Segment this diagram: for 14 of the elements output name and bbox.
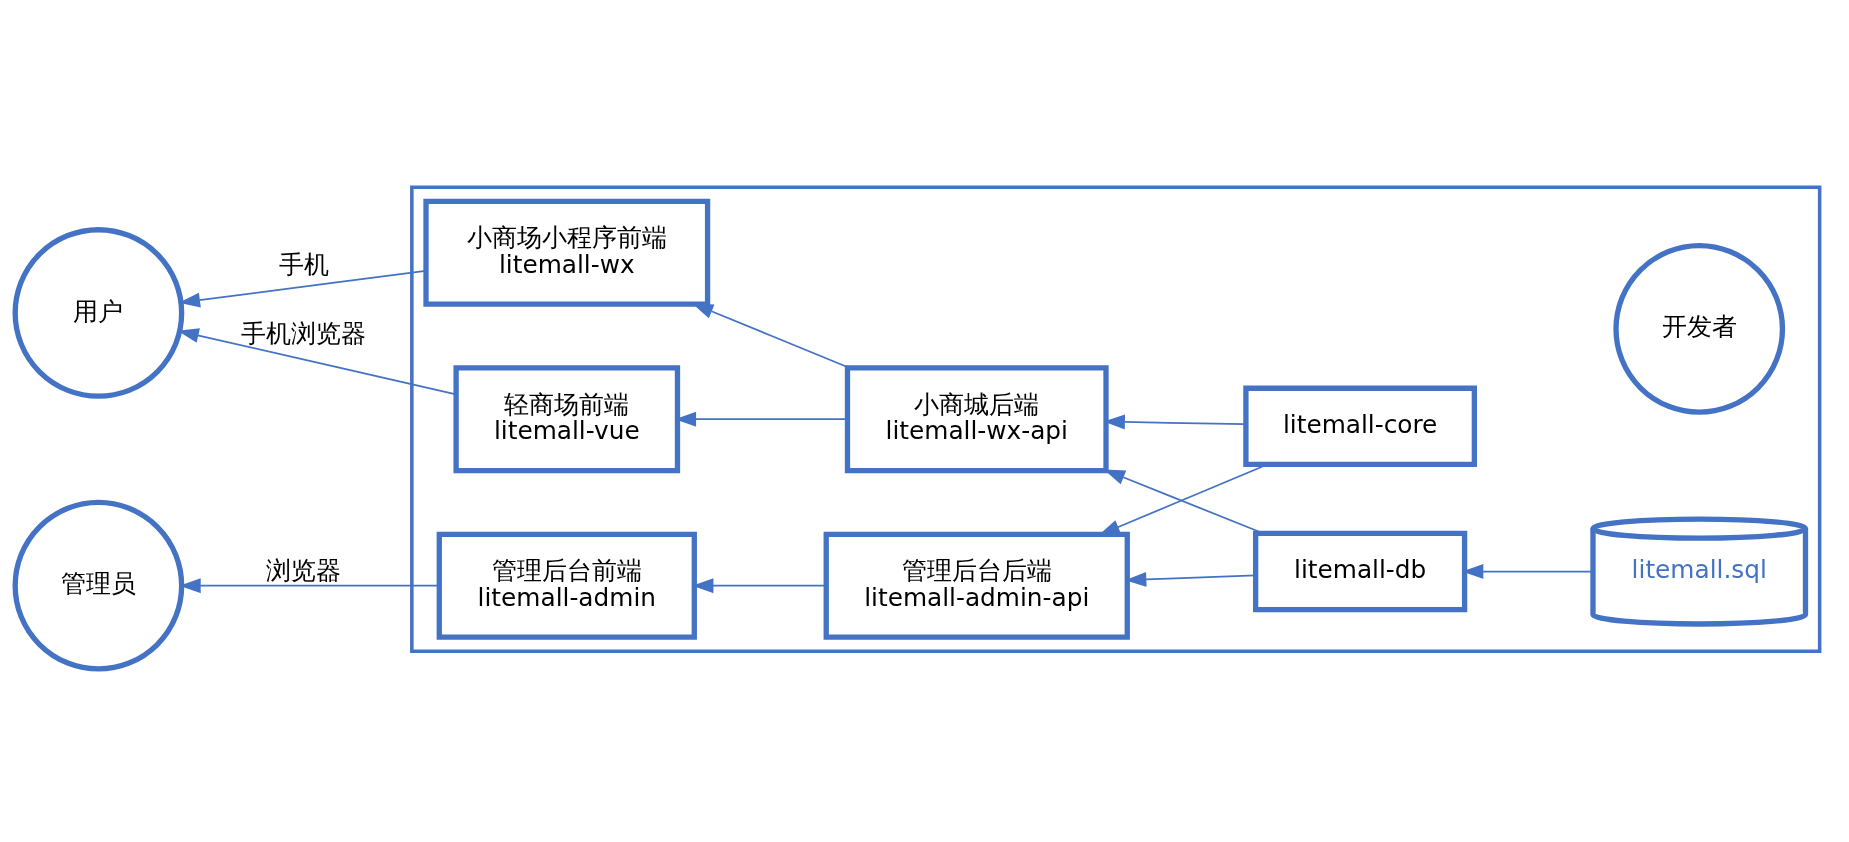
- node-box: litemall-core: [1243, 385, 1477, 468]
- node-box: 小商场小程序前端 litemall-wx: [423, 198, 711, 307]
- node-circle: 用户: [12, 227, 185, 399]
- node-box: 轻商场前端 litemall-vue: [453, 365, 681, 474]
- edge-label: 手机浏览器: [241, 318, 367, 348]
- edge-label: 手机: [278, 249, 329, 279]
- node-box: 管理后台前端 litemall-admin: [436, 531, 697, 640]
- node-circle: 管理员: [12, 499, 185, 672]
- node-circle: 开发者: [1613, 243, 1786, 415]
- node-box: 管理后台后端 litemall-admin-api: [823, 531, 1130, 640]
- cluster: [410, 185, 1822, 653]
- edge-label: 浏览器: [266, 555, 342, 585]
- node-box: 小商城后端 litemall-wx-api: [844, 365, 1109, 474]
- node-box: litemall-db: [1253, 530, 1468, 613]
